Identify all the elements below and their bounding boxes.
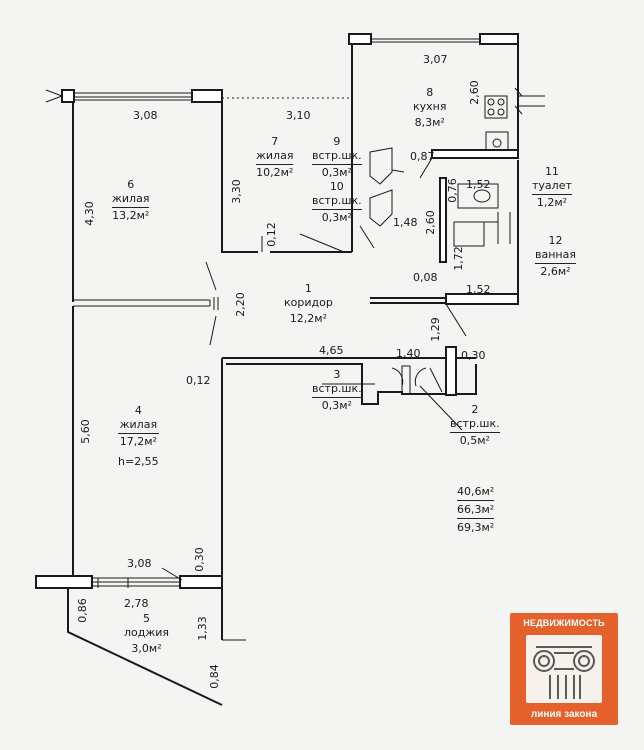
room-8-name: кухня	[413, 100, 447, 113]
room-6-area: 13,2м²	[112, 207, 150, 222]
room-8-label: 8 кухня 8,3м²	[413, 86, 446, 130]
logo-top-text: НЕДВИЖИМОСТЬ	[523, 618, 605, 628]
room-6-number: 6	[127, 178, 135, 191]
total-area: 66,3м²	[457, 501, 495, 519]
room-5-label: 5 лоджия 3,0м²	[124, 612, 169, 656]
dim-148: 1,48	[393, 216, 418, 229]
room-2-number: 2	[471, 403, 479, 416]
dim-012-b: 0,12	[186, 374, 211, 387]
room-11-name: туалет	[532, 179, 572, 192]
dim-room4-depth: 5,60	[78, 419, 92, 444]
outer-walls	[67, 102, 223, 706]
room-12-label: 12 ванная 2,6м²	[535, 234, 576, 279]
dim-toilet-width: 1,52	[466, 178, 491, 191]
room-6-name: жилая	[112, 192, 150, 205]
room-4-label: 4 жилая 17,2м² h=2,55	[118, 404, 159, 469]
room-1-number: 1	[304, 282, 312, 295]
room-8-number: 8	[426, 86, 434, 99]
dim-toilet-076: 0,76	[445, 178, 459, 203]
room-2-area: 0,5м²	[450, 432, 500, 448]
room-10-number: 10	[329, 180, 344, 193]
room-5-number: 5	[143, 612, 151, 625]
dim-corridor-465: 4,65	[319, 344, 344, 357]
room-12-number: 12	[548, 234, 563, 247]
dim-140: 1,40	[396, 347, 421, 360]
room-7-area: 10,2м²	[256, 164, 294, 179]
dim-030-a: 0,30	[461, 349, 486, 362]
loggia	[35, 567, 223, 589]
room-3-number: 3	[333, 368, 341, 381]
dim-kitchen-depth: 2,60	[467, 80, 481, 105]
room-1-area: 12,2м²	[289, 312, 328, 325]
dim-030-b: 0,30	[192, 547, 206, 572]
room-4-area: 17,2м²	[118, 433, 159, 448]
room-9-label: 9 встр.шк. 0,3м²	[312, 135, 362, 180]
dim-loggia-133: 1,33	[195, 616, 209, 641]
room-1-name: коридор	[284, 296, 333, 309]
room-7-label: 7 жилая 10,2м²	[256, 135, 294, 180]
room-5-area: 3,0м²	[131, 642, 162, 655]
dim-room6-width: 3,08	[133, 109, 158, 122]
total-living-area: 40,6м²	[457, 483, 495, 501]
partition-walls	[205, 102, 519, 641]
dim-wardrobe-width: 0,87	[410, 150, 435, 163]
total-area-with-loggia: 69,3м²	[457, 521, 495, 534]
dim-room7-width: 3,10	[286, 109, 311, 122]
dim-129: 1,29	[428, 317, 442, 342]
room-8-area: 8,3м²	[414, 116, 445, 129]
room-2-label: 2 встр.шк. 0,5м²	[450, 403, 500, 448]
dim-bath-width: 1,52	[466, 283, 491, 296]
room-10-area: 0,3м²	[312, 209, 362, 225]
dim-room7-depth: 3,30	[229, 179, 243, 204]
room-12-area: 2,6м²	[535, 263, 576, 279]
room-1-label: 1 коридор 12,2м²	[284, 282, 333, 326]
room-2-name: встр.шк.	[450, 417, 500, 430]
dim-loggia-278: 2,78	[124, 597, 149, 610]
room-5-name: лоджия	[124, 626, 170, 639]
dim-loggia-084: 0,84	[207, 664, 221, 689]
room-9-number: 9	[333, 135, 341, 148]
dim-door-220: 2,20	[233, 292, 247, 317]
dim-bath-172: 1,72	[451, 246, 465, 271]
room-4-height: h=2,55	[118, 455, 159, 468]
room-7-name: жилая	[256, 149, 294, 162]
room-7-number: 7	[271, 135, 279, 148]
room-3-area: 0,3м²	[312, 397, 362, 413]
agency-logo: НЕДВИЖИМОСТЬ линия закона	[510, 613, 618, 725]
logo-bottom-text: линия закона	[530, 709, 598, 720]
room-6-label: 6 жилая 13,2м²	[112, 178, 150, 223]
dim-008: 0,08	[413, 271, 438, 284]
dim-room6-depth: 4,30	[82, 201, 96, 226]
dim-kitchen-width: 3,07	[423, 53, 448, 66]
dim-bath-260: 2,60	[423, 210, 437, 235]
room-10-label: 10 встр.шк. 0,3м²	[312, 180, 362, 225]
room-11-area: 1,2м²	[532, 194, 572, 210]
room-3-label: 3 встр.шк. 0,3м²	[312, 368, 362, 413]
kitchen-walls	[348, 33, 545, 155]
column-capital-icon	[526, 635, 602, 703]
room-3-name: встр.шк.	[312, 382, 362, 395]
room-11-number: 11	[544, 165, 559, 178]
room-10-name: встр.шк.	[312, 194, 362, 207]
room-4-number: 4	[134, 404, 142, 417]
dim-loggia-308: 3,08	[127, 557, 152, 570]
room-9-name: встр.шк.	[312, 149, 362, 162]
room-12-name: ванная	[535, 248, 576, 261]
dim-wall-012-a: 0,12	[264, 222, 278, 247]
area-totals: 40,6м² 66,3м² 69,3м²	[457, 483, 495, 536]
room-11-label: 11 туалет 1,2м²	[532, 165, 572, 210]
top-windows	[45, 89, 352, 103]
dim-loggia-086: 0,86	[75, 598, 89, 623]
room-4-name: жилая	[119, 418, 158, 431]
room-9-area: 0,3м²	[312, 164, 362, 180]
